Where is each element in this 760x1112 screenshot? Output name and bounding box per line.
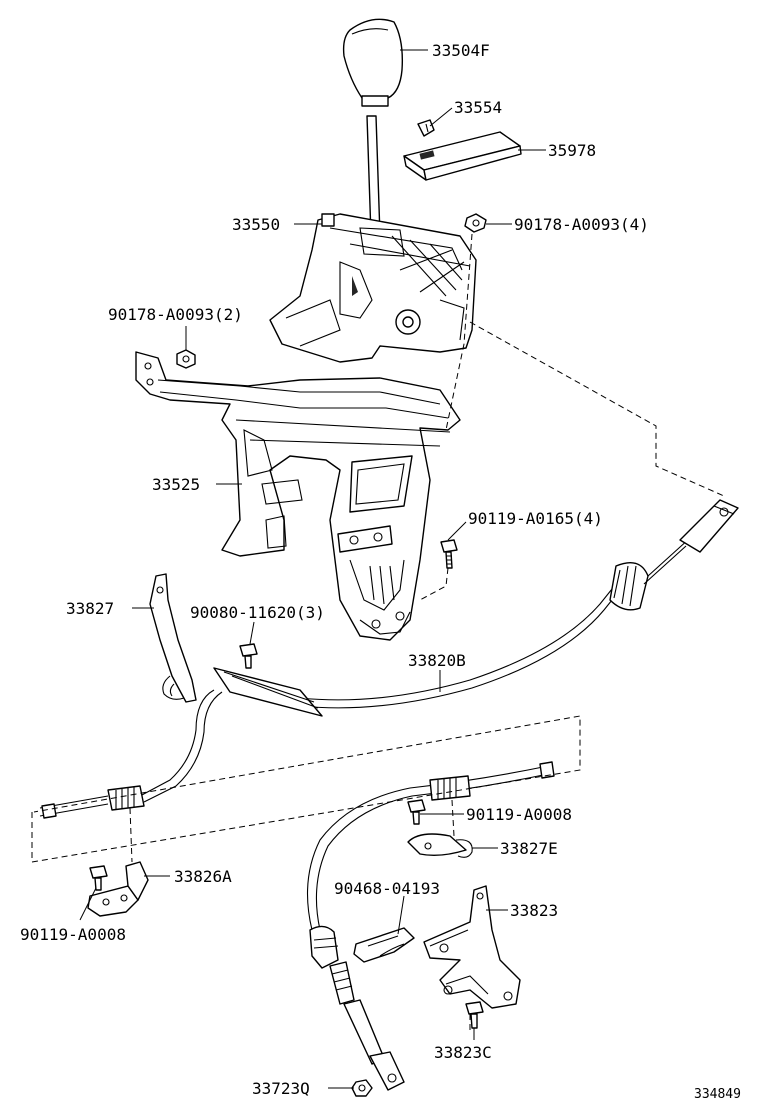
cable-support-bracket-drawing <box>423 885 521 1009</box>
nut-left-drawing <box>176 349 196 369</box>
label-cable-clamp-right[interactable]: 33827E <box>500 839 558 858</box>
part-labels: 33504F 33554 35978 33550 90178-A0093(4) … <box>20 41 741 1102</box>
cable-bracket-left-drawing <box>87 861 149 917</box>
label-shift-lever-assy[interactable]: 33550 <box>232 215 280 234</box>
label-nut-left[interactable]: 90178-A0093(2) <box>108 305 243 324</box>
bolt-cable-clamp-right-drawing <box>407 799 426 825</box>
label-shift-knob[interactable]: 33504F <box>432 41 490 60</box>
label-lever-bracket[interactable]: 33525 <box>152 475 200 494</box>
shift-lever-assy-drawing <box>269 213 477 363</box>
control-cable-drawing <box>39 499 739 819</box>
label-cable-clamp-left[interactable]: 33827 <box>66 599 114 618</box>
assembly-dashed-lines <box>31 233 725 1030</box>
label-retainer-clip[interactable]: 90468-04193 <box>334 879 440 898</box>
knob-screw-drawing <box>417 119 435 137</box>
label-bracket-bolt[interactable]: 33823C <box>434 1043 492 1062</box>
lever-bracket-drawing <box>135 351 461 641</box>
bolt-bracket-drawing <box>440 539 458 569</box>
cable-clamp-right-drawing <box>407 833 473 858</box>
label-knob-screw[interactable]: 33554 <box>454 98 502 117</box>
label-cable-bracket-left[interactable]: 33826A <box>174 867 232 886</box>
label-bolt-bracket[interactable]: 90119-A0165(4) <box>468 509 603 528</box>
reference-number: 334849 <box>694 1087 741 1102</box>
retainer-clip-drawing <box>353 927 415 963</box>
bolt-clamp-drawing <box>239 643 258 669</box>
shift-knob-drawing <box>342 18 404 237</box>
nut-upper-right-drawing <box>464 213 487 233</box>
label-bolt-bracket-left[interactable]: 90119-A0008 <box>20 925 126 944</box>
cable-end-nut-drawing <box>351 1079 373 1097</box>
label-indicator-plate[interactable]: 35978 <box>548 141 596 160</box>
bracket-bolt-drawing <box>465 1001 484 1029</box>
label-bolt-cable-clamp-right[interactable]: 90119-A0008 <box>466 805 572 824</box>
bolt-bracket-left-drawing <box>89 865 108 891</box>
label-control-cable[interactable]: 33820B <box>408 651 466 670</box>
label-cable-support-bracket[interactable]: 33823 <box>510 901 558 920</box>
label-nut-upper-right[interactable]: 90178-A0093(4) <box>514 215 649 234</box>
label-cable-end-nut[interactable]: 33723Q <box>252 1079 310 1098</box>
indicator-plate-drawing <box>403 131 522 181</box>
leader-lines <box>79 49 546 1089</box>
label-bolt-clamp[interactable]: 90080-11620(3) <box>190 603 325 622</box>
cable-clamp-left-drawing <box>149 573 197 703</box>
